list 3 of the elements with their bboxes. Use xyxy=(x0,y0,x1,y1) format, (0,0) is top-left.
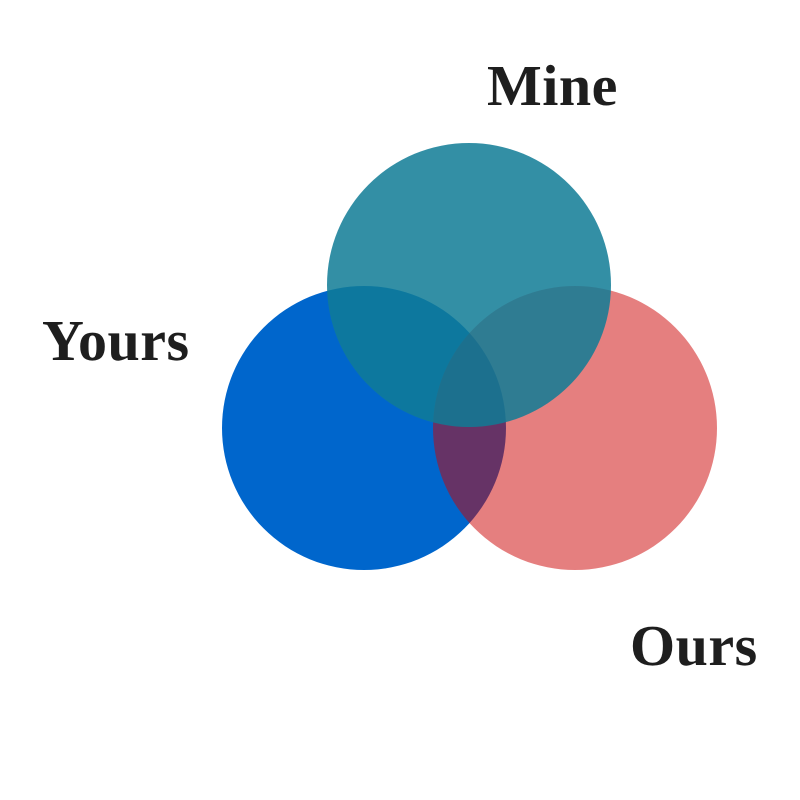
circle-label: Mine xyxy=(487,57,618,115)
circle-label: Ours xyxy=(630,617,758,675)
circle-label: Yours xyxy=(42,312,190,370)
